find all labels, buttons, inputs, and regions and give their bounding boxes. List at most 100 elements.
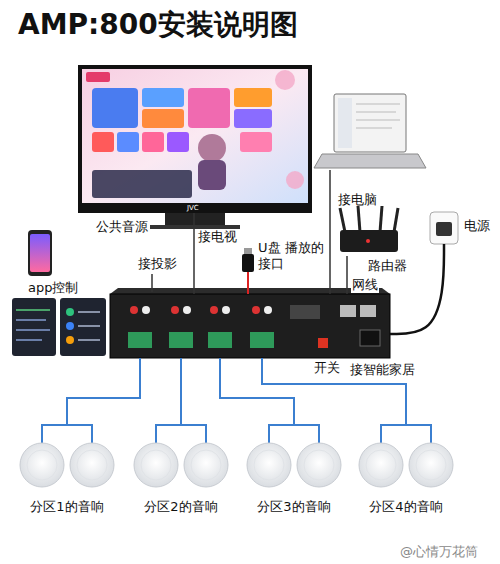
wire-label: 网线 — [351, 277, 379, 293]
screen-tile — [142, 132, 164, 152]
screen-tile — [142, 88, 184, 107]
laptop-line — [356, 120, 400, 121]
screen-logo — [86, 72, 110, 82]
speaker-wire — [156, 425, 206, 443]
screen-tile — [92, 132, 114, 152]
screen-tile — [167, 132, 189, 152]
speaker-zone: 分区3的音响 — [239, 425, 349, 519]
ceiling-speaker — [359, 443, 403, 487]
rca-jack — [183, 306, 191, 314]
speaker-grille — [366, 450, 396, 480]
wire-label: 接智能家居 — [350, 362, 415, 378]
app-screen — [60, 298, 106, 356]
speaker-grille — [304, 450, 334, 480]
ceiling-speaker — [70, 443, 114, 487]
screen-tile — [234, 109, 272, 128]
ethernet-port — [360, 305, 376, 317]
rca-jack — [171, 306, 179, 314]
phone — [28, 230, 52, 276]
usb-connector — [244, 248, 252, 254]
app-icon — [66, 322, 74, 330]
watermark: @心情万花筒 — [400, 544, 478, 560]
speaker-grille — [77, 450, 107, 480]
speaker-wire — [42, 425, 92, 443]
screen-blossom — [286, 171, 304, 189]
usb-node: U盘 播放的接口 — [240, 240, 328, 272]
power-socket — [360, 330, 380, 346]
ceiling-speaker — [297, 443, 341, 487]
tv-node: 公共音源 — [78, 65, 312, 213]
app-line — [78, 311, 100, 313]
rca-jack — [264, 306, 272, 314]
laptop — [314, 94, 426, 168]
speakers — [20, 425, 453, 487]
wire — [180, 358, 182, 425]
speaker-grille — [141, 450, 171, 480]
node-label: app控制 — [28, 280, 78, 296]
wire — [346, 256, 348, 294]
speaker-terminal — [128, 332, 152, 348]
screen-tile — [188, 88, 230, 128]
rca-jack — [210, 306, 218, 314]
node-label: U盘 播放的接口 — [258, 240, 328, 272]
router-node: 路由器 — [338, 206, 398, 256]
outlet-plate — [430, 212, 458, 244]
wire — [193, 213, 195, 294]
laptop-sidebar — [338, 98, 352, 148]
screen-tile — [234, 88, 272, 107]
screen-strip — [92, 170, 192, 198]
wire — [220, 358, 294, 425]
laptop-base — [314, 154, 426, 168]
wire — [329, 170, 331, 294]
node-label: 开关 — [314, 360, 340, 376]
outlet-plug — [436, 222, 452, 236]
amp-port — [290, 305, 320, 319]
node-label: 分区1的音响 — [12, 499, 122, 515]
power-outlet — [430, 212, 458, 244]
outlet-node: 电源 — [428, 212, 460, 244]
leader-line — [151, 274, 153, 292]
diagram-title: AMP:800安装说明图 — [18, 8, 298, 42]
speaker-grille — [254, 450, 284, 480]
wire-label: 接投影 — [138, 256, 177, 272]
rca-jack — [142, 306, 150, 314]
laptop-line — [356, 112, 396, 113]
wire — [390, 244, 444, 334]
speaker-terminal — [169, 332, 193, 348]
node-label: 分区4的音响 — [351, 499, 461, 515]
tv-bezel — [78, 65, 312, 213]
node-label: 路由器 — [368, 258, 407, 274]
brand-label: JVC — [187, 204, 199, 213]
node-label: 接电脑 — [338, 192, 377, 208]
phone-screen — [30, 234, 50, 272]
speaker-grille — [416, 450, 446, 480]
ceiling-speaker — [20, 443, 64, 487]
speaker-terminal — [208, 332, 232, 348]
app-line — [78, 339, 100, 341]
rca-jack — [252, 306, 260, 314]
app-line — [78, 325, 100, 327]
ethernet-port — [340, 305, 356, 317]
amp-body — [110, 294, 390, 358]
amplifier — [110, 288, 390, 358]
speaker-wire — [381, 425, 431, 443]
app-line — [16, 309, 50, 311]
power-switch — [318, 338, 328, 348]
wire — [67, 358, 140, 425]
router-antenna — [394, 208, 398, 232]
app-screens — [12, 298, 106, 356]
tv-stand — [165, 213, 225, 225]
speaker-terminal — [250, 332, 274, 348]
rca-jack — [130, 306, 138, 314]
speaker-wire — [269, 425, 319, 443]
phone-node: app控制 — [28, 230, 52, 276]
router-antenna — [380, 206, 382, 232]
router-body — [340, 230, 398, 252]
app-icon — [66, 308, 74, 316]
screen-blossom — [275, 70, 295, 90]
app-icon — [66, 336, 74, 344]
screen-person — [198, 134, 226, 162]
ceiling-speaker — [247, 443, 291, 487]
app-line — [16, 339, 42, 341]
phone-body — [28, 230, 52, 276]
